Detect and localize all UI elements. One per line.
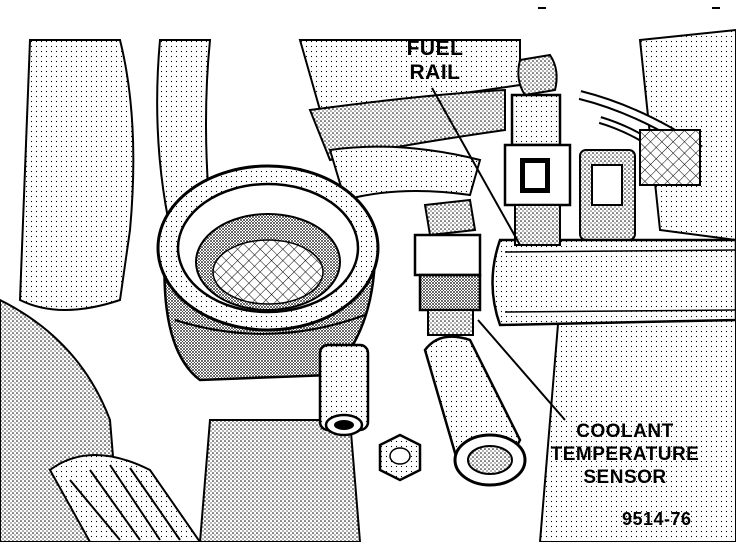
- coolant-sensor-label: COOLANT TEMPERATURE SENSOR: [545, 422, 705, 487]
- fuel-rail: [491, 238, 736, 327]
- leader-lines: [431, 87, 566, 421]
- coolant-sensor-label-line-2: TEMPERATURE: [550, 444, 700, 465]
- bolt-head: [378, 433, 422, 482]
- ribbed-hose: [48, 454, 202, 542]
- coolant-sensor-label-line-1: COOLANT: [576, 421, 674, 442]
- injector-connector: [503, 53, 572, 246]
- fuel-rail-label: FUEL RAIL: [400, 38, 470, 83]
- figure-number: 9514-76: [622, 509, 692, 529]
- fuel-rail-label-line-1: FUEL: [406, 37, 464, 60]
- coolant-outlet-pipe: [423, 335, 527, 487]
- coolant-sensor-label-line-3: SENSOR: [583, 467, 667, 488]
- fuel-rail-label-line-2: RAIL: [409, 61, 461, 84]
- coolant-temperature-sensor: [413, 198, 482, 336]
- throttle-body: [156, 164, 380, 382]
- hose-fitting: [318, 343, 370, 437]
- wiring-harness: [578, 90, 703, 241]
